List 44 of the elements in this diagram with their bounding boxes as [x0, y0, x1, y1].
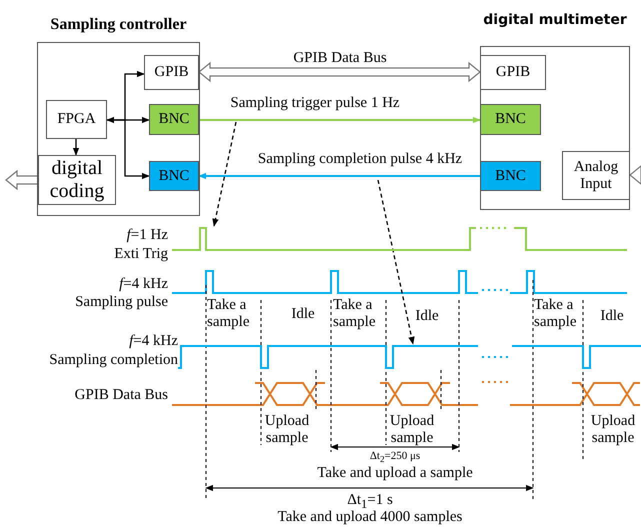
device-title: Sampling controller: [49, 16, 188, 34]
phase-label: Idle: [599, 308, 625, 324]
edge-label: Sampling completion pulse 4 kHz: [256, 151, 464, 168]
phase-label: Idle: [414, 308, 440, 324]
dimension-label: Δt$_{2}$=250 μs: [368, 450, 422, 464]
phase-label: Take a sample: [207, 297, 250, 330]
signal-label: f=4 kHz: [118, 276, 168, 292]
arrow: [106, 116, 150, 124]
signal-label: f=1 Hz: [126, 227, 168, 244]
module-box: digital coding: [38, 155, 116, 205]
leader-line: [377, 180, 415, 345]
arrow: [72, 139, 80, 156]
signal-label: Sampling completion: [48, 352, 178, 368]
phase-label: Take a sample: [333, 297, 376, 330]
leader-line: [212, 122, 237, 227]
connector-port: BNC: [480, 161, 541, 191]
arrow: [107, 119, 150, 180]
signal-label: GPIB Data Bus: [74, 387, 168, 404]
signal-label: Sampling pulse: [74, 294, 168, 310]
module-box: GPIB: [144, 55, 199, 90]
module-box: GPIB: [480, 55, 546, 90]
connector-port: BNC: [480, 104, 541, 135]
module-box: FPGA: [46, 100, 107, 139]
edge-label: GPIB Data Bus: [292, 50, 388, 66]
phase-label: Take a sample: [534, 297, 578, 330]
hollow-arrow: [5, 170, 39, 190]
dimension-label: Δt$_{1}$=1 s: [347, 492, 394, 511]
dimension-caption: Take and upload a sample: [316, 465, 474, 482]
edge-label: Sampling trigger pulse 1 Hz: [229, 95, 401, 112]
phase-label: Idle: [290, 306, 316, 322]
module-box: Analog Input: [562, 151, 630, 200]
phase-label: Upload sample: [590, 413, 636, 446]
hollow-arrow: [198, 62, 481, 82]
arrow: [199, 116, 481, 124]
hollow-arrow: [629, 164, 641, 186]
phase-label: Upload sample: [388, 413, 436, 446]
connector-port: BNC: [149, 104, 199, 135]
signal-label: f=4 kHz: [128, 333, 178, 350]
device-title: digital multimeter: [482, 12, 628, 28]
phase-label: Upload sample: [264, 413, 310, 446]
dimension-caption: Take and upload 4000 samples: [276, 509, 464, 526]
signal-label: Exti Trig: [113, 246, 168, 262]
arrow: [198, 172, 480, 180]
connector-port: BNC: [149, 161, 199, 191]
